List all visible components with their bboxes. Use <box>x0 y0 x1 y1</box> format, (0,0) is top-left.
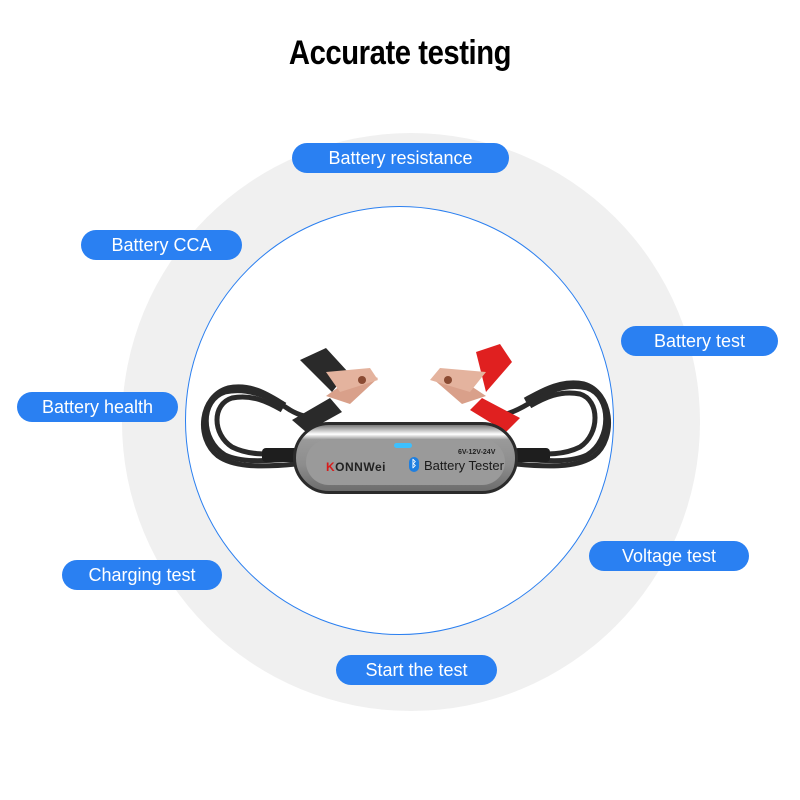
red-clamp-icon <box>430 344 520 432</box>
brand-logo-k: K <box>326 460 336 474</box>
feature-battery-cca[interactable]: Battery CCA <box>81 230 242 260</box>
feature-start-the-test[interactable]: Start the test <box>336 655 497 685</box>
status-led-icon <box>394 443 412 448</box>
feature-battery-test[interactable]: Battery test <box>621 326 778 356</box>
feature-charging-test[interactable]: Charging test <box>62 560 222 590</box>
bluetooth-icon: ᛒ <box>409 457 419 472</box>
brand-logo: KONNWei <box>326 460 386 474</box>
left-strain-relief-icon <box>262 448 298 462</box>
feature-battery-resistance[interactable]: Battery resistance <box>292 143 509 173</box>
battery-tester-body: 6V-12V-24V KONNWei ᛒ Battery Tester <box>293 422 518 494</box>
right-cable-icon <box>499 380 611 469</box>
left-cable-icon <box>201 384 321 469</box>
feature-voltage-test[interactable]: Voltage test <box>589 541 749 571</box>
brand-logo-rest: ONNWei <box>335 460 386 474</box>
black-clamp-icon <box>292 348 378 432</box>
feature-battery-health[interactable]: Battery health <box>17 392 178 422</box>
right-strain-relief-icon <box>514 448 550 462</box>
page-title: Accurate testing <box>288 34 512 72</box>
voltage-label: 6V-12V-24V <box>458 449 496 456</box>
inner-circle <box>185 206 614 635</box>
model-label: Battery Tester <box>424 458 504 473</box>
